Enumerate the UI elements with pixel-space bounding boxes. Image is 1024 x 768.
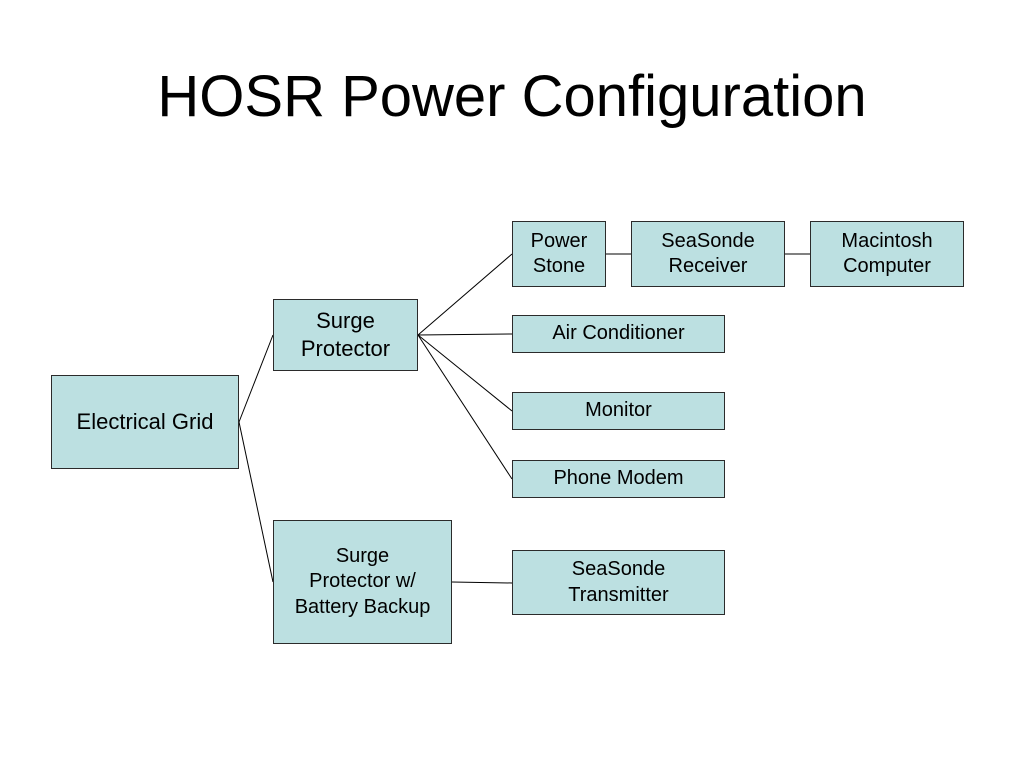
power-stone-box: Power Stone xyxy=(512,221,606,287)
connector-surge-to-monitor xyxy=(417,334,513,412)
electrical-grid-box: Electrical Grid xyxy=(51,375,239,469)
seasonde-transmitter-box: SeaSonde Transmitter xyxy=(512,550,725,615)
connector-battery-to-transmitter xyxy=(451,581,513,584)
phone-modem-box: Phone Modem xyxy=(512,460,725,498)
monitor-box: Monitor xyxy=(512,392,725,430)
air-conditioner-box: Air Conditioner xyxy=(512,315,725,353)
macintosh-computer-box: Macintosh Computer xyxy=(810,221,964,287)
seasonde-receiver-box: SeaSonde Receiver xyxy=(631,221,785,287)
surge-protector-battery-backup-box: Surge Protector w/ Battery Backup xyxy=(273,520,452,644)
surge-protector-box: Surge Protector xyxy=(273,299,418,371)
connector-grid-to-surge-protector xyxy=(238,334,274,423)
connector-grid-to-battery-backup xyxy=(238,421,274,583)
connector-surge-to-air-conditioner xyxy=(417,333,513,336)
connector-surge-to-power-stone xyxy=(417,253,513,336)
connector-surge-to-phone-modem xyxy=(417,334,513,480)
page-title: HOSR Power Configuration xyxy=(157,64,867,129)
